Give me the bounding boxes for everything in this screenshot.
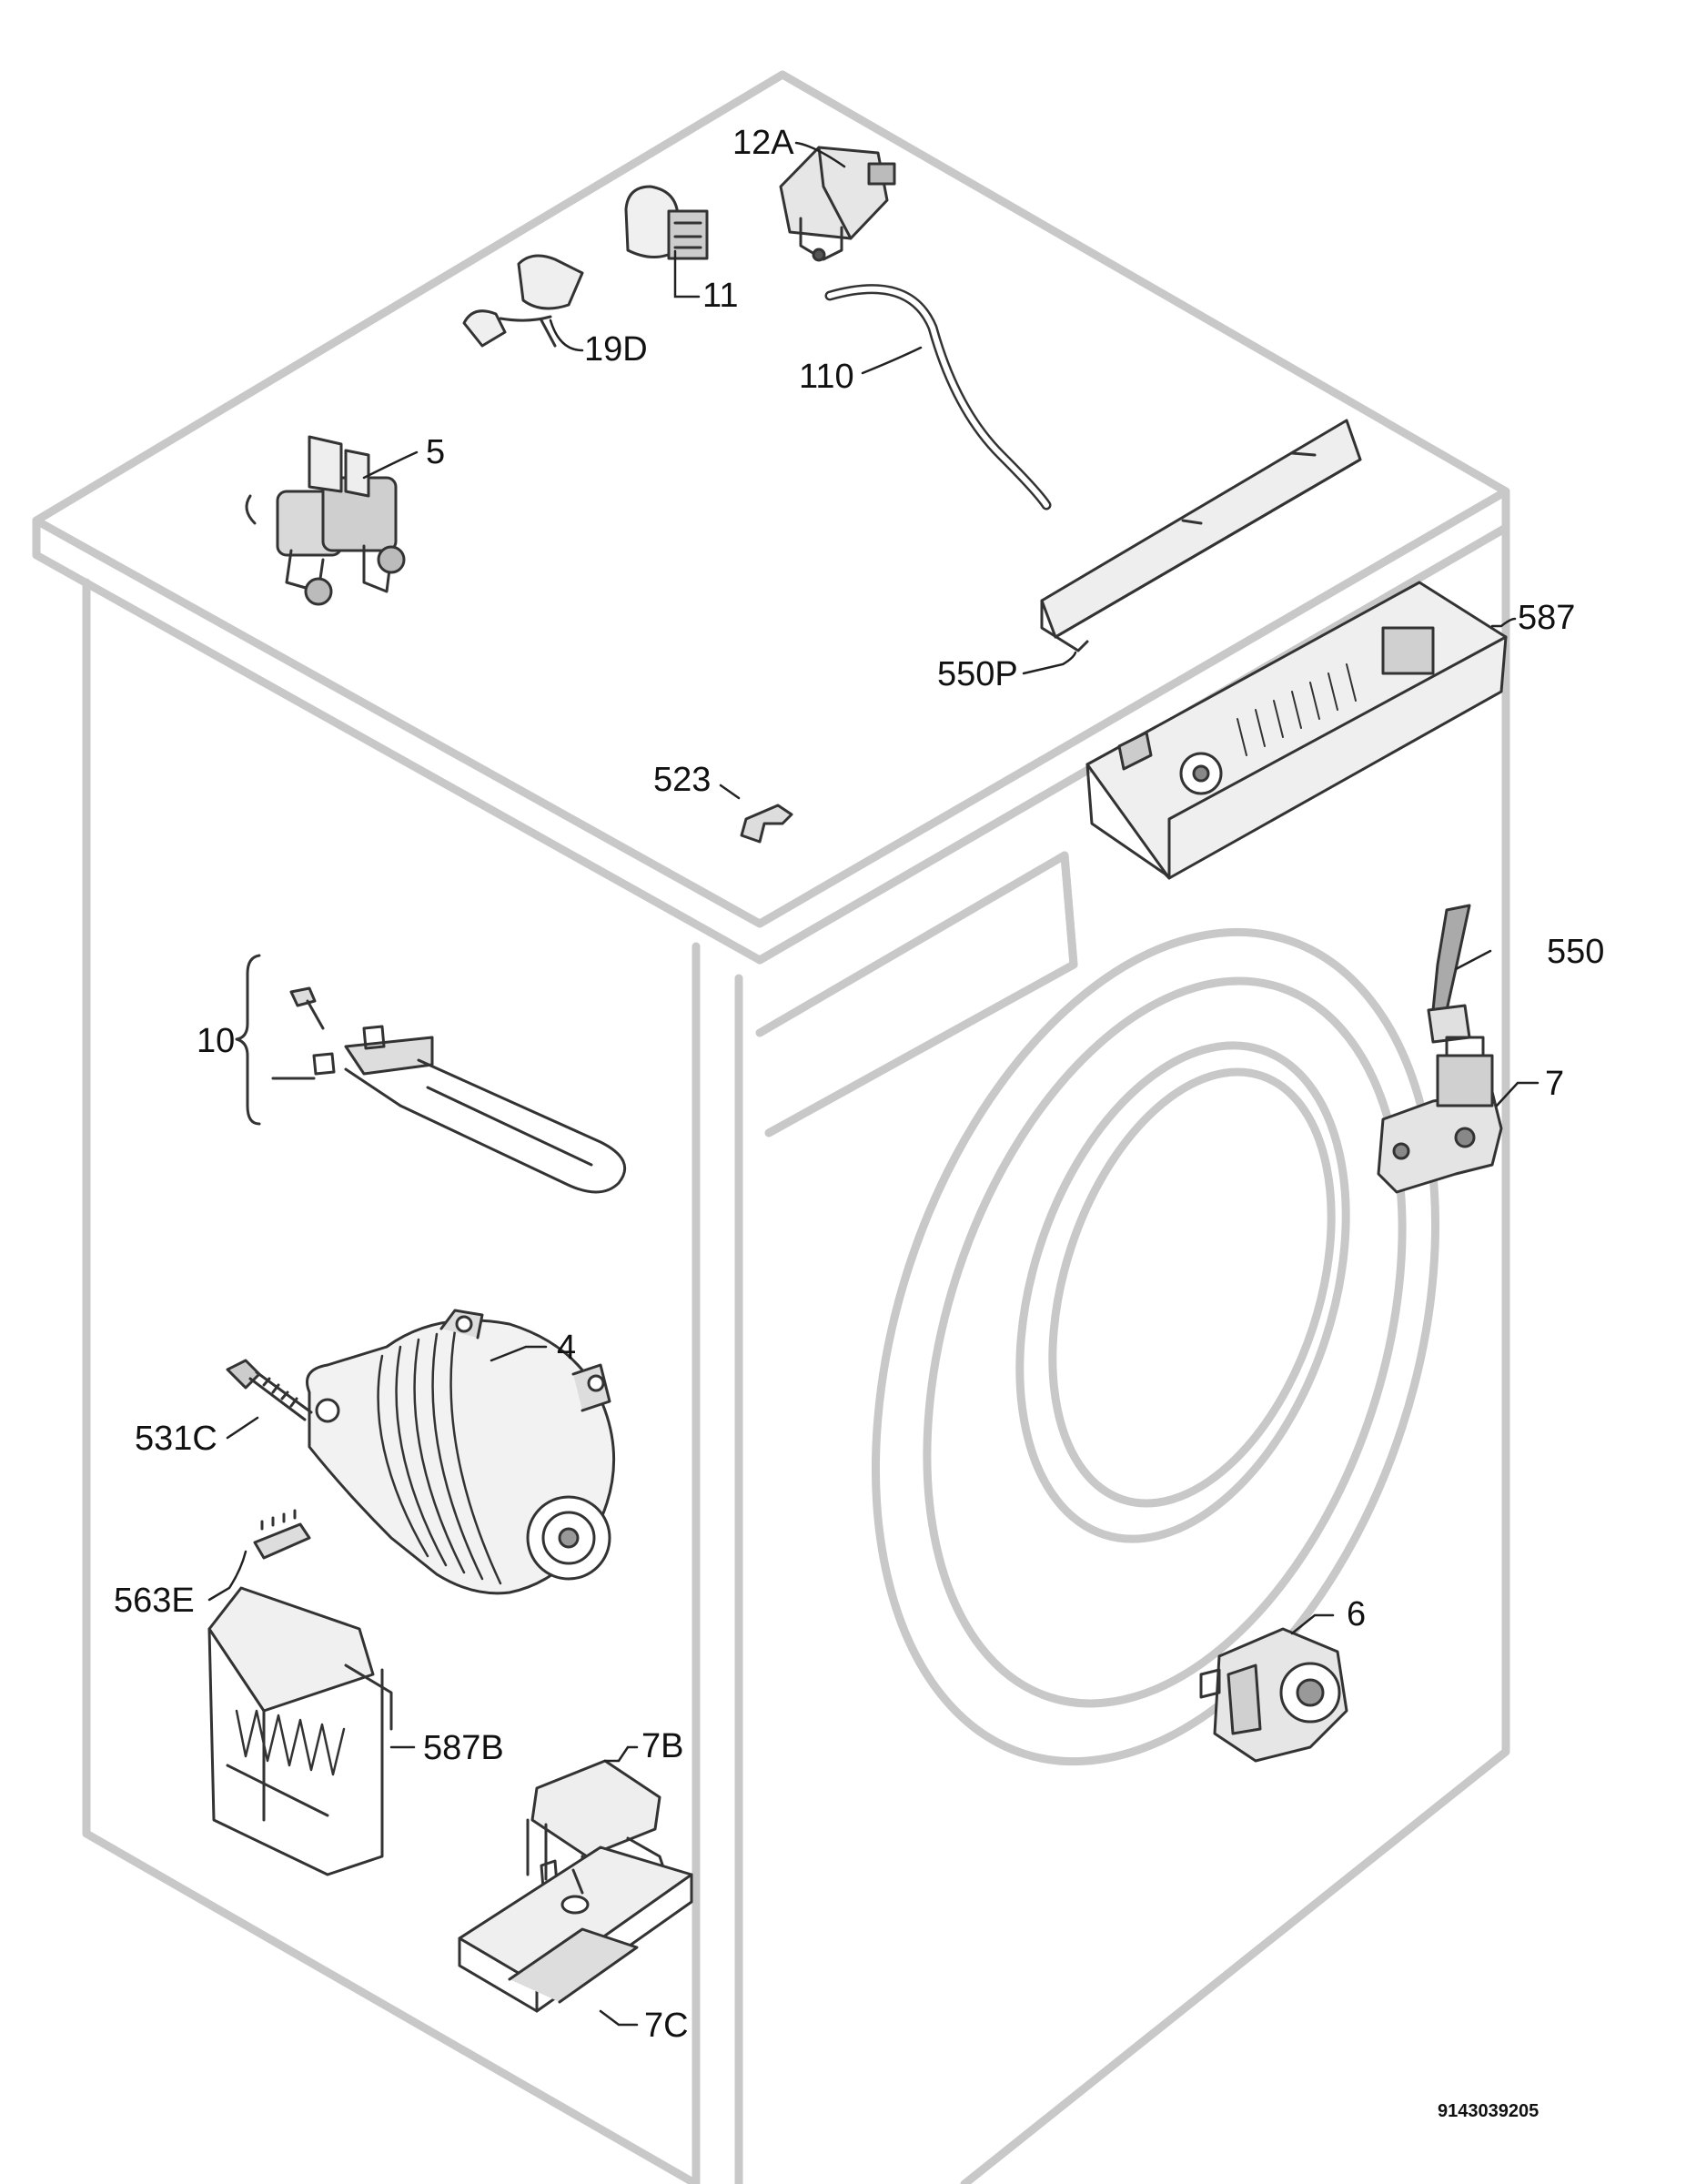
lever-7B [526, 1759, 671, 1895]
electronic-module-587 [1085, 581, 1508, 880]
label-11: 11 [702, 277, 739, 315]
label-563E: 563E [114, 1582, 195, 1620]
label-12A: 12A [732, 124, 794, 162]
door-handle-550 [1427, 904, 1471, 1044]
clip-523 [740, 804, 793, 844]
connector-563E [253, 1509, 311, 1560]
label-10: 10 [197, 1022, 236, 1060]
leader-lines [207, 141, 1540, 2027]
label-523: 523 [653, 761, 712, 799]
parts [207, 146, 1508, 2013]
module-box-587B [207, 1586, 393, 1876]
label-4: 4 [557, 1329, 577, 1367]
label-587B: 587B [423, 1729, 504, 1767]
cabinet-outline [32, 70, 1510, 2184]
pressure-switch-12A [779, 146, 896, 262]
panel-strip-550P [1040, 419, 1362, 652]
base-7C [458, 1845, 693, 2013]
motor-4 [306, 1309, 616, 1595]
drain-pump-6 [1199, 1627, 1348, 1763]
heating-element-10 [235, 954, 627, 1194]
label-531C: 531C [135, 1420, 217, 1458]
label-110: 110 [799, 358, 854, 396]
label-7: 7 [1545, 1065, 1565, 1103]
label-550P: 550P [937, 655, 1018, 693]
air-chamber-19D [462, 254, 584, 348]
label-7B: 7B [641, 1727, 684, 1765]
hose-110 [824, 284, 1052, 511]
inlet-valve-5 [245, 435, 406, 606]
door-lock-7 [1377, 1036, 1503, 1194]
label-550: 550 [1547, 933, 1605, 971]
label-587: 587 [1518, 599, 1576, 637]
capacitor-11 [624, 185, 709, 260]
document-number: 9143039205 [1438, 2101, 1540, 2121]
bolt-531C [226, 1359, 313, 1421]
label-5: 5 [426, 433, 446, 471]
label-7C: 7C [644, 2007, 689, 2045]
label-19D: 19D [584, 330, 648, 369]
label-6: 6 [1347, 1595, 1367, 1633]
